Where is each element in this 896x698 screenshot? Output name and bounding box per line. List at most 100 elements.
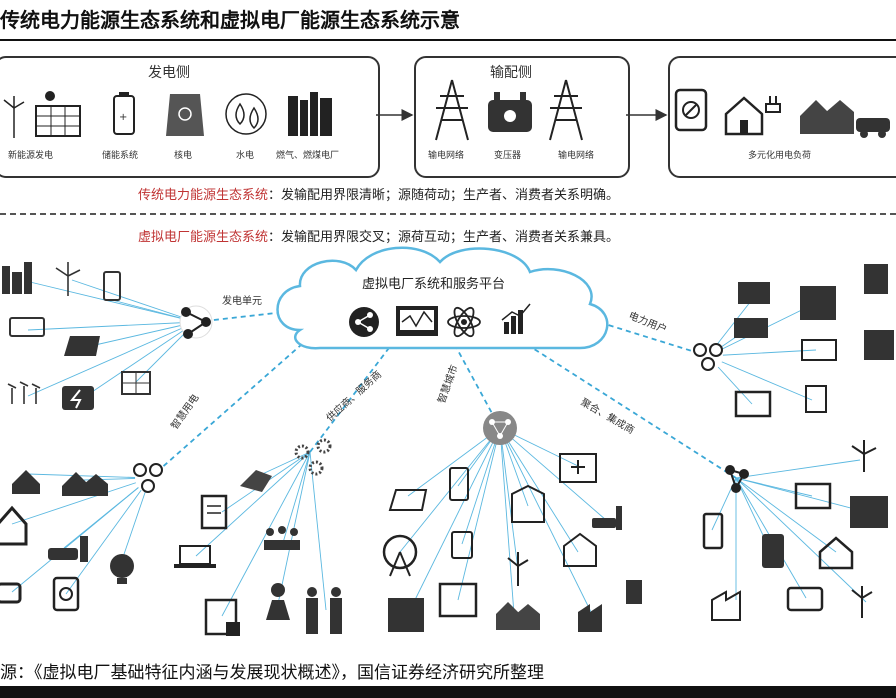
caption-nuclear: 核电 xyxy=(174,151,193,161)
wind-turbine-icon xyxy=(55,262,81,296)
transmission-side-label: 输配侧 xyxy=(490,65,532,81)
traditional-note: 传统电力能源生态系统：发输配用界限清晰；源随荷动；生产者、消费者关系明确。 xyxy=(138,184,619,203)
solar-panel-icon-2 xyxy=(121,371,151,395)
atom-icon xyxy=(447,306,481,338)
label-supplier: 供应商、服务商 xyxy=(323,368,384,425)
tower-icon xyxy=(626,580,642,604)
generation-side-box: 发电侧 xyxy=(0,56,380,178)
caption-storage: 储能系统 xyxy=(102,151,139,161)
apartment-icon-1 xyxy=(738,282,770,304)
load-side-box xyxy=(668,56,896,178)
vpp-cloud: 虚拟电厂系统和服务平台 xyxy=(276,246,609,350)
battery-icon: + xyxy=(113,92,135,135)
wind-farm-icon xyxy=(7,381,41,404)
phone-icon-left xyxy=(52,576,80,612)
certificate-icon xyxy=(200,494,228,530)
transformer-icon xyxy=(488,92,532,132)
source-citation: 源：《虚拟电厂基础特征内涵与发展现状概述》，国信证券经济研究所整理 xyxy=(0,663,544,683)
office-icon-1 xyxy=(800,286,836,320)
building-icon xyxy=(511,484,545,523)
hub-generation xyxy=(179,305,213,339)
hand-tool-icon xyxy=(240,470,272,492)
hub-supplier xyxy=(294,438,332,476)
house-icon xyxy=(0,505,28,546)
caption-transmission-2: 输电网络 xyxy=(558,151,595,161)
label-smart-city: 智慧城市 xyxy=(435,363,461,405)
wind-turbine-plug-icon xyxy=(851,586,873,618)
hub-power-user xyxy=(693,341,723,371)
generation-side-label: 发电侧 xyxy=(148,65,190,81)
meeting-icon xyxy=(264,526,300,550)
computer-icon xyxy=(794,482,832,510)
wind-turbine-icon-city xyxy=(507,552,529,586)
nuclear-icon xyxy=(166,94,204,136)
caption-hydro: 水电 xyxy=(236,151,255,161)
svg-text:+: + xyxy=(119,112,127,123)
share-icon xyxy=(349,307,379,337)
car-charger-icon xyxy=(48,536,88,562)
vpp-note-highlight: 虚拟电厂能源生态系统 xyxy=(138,230,269,245)
section-divider xyxy=(0,213,896,215)
label-generation-unit: 发电单元 xyxy=(222,294,262,307)
shop-icon-2 xyxy=(734,390,772,418)
fuel-pump-icon xyxy=(762,534,784,568)
wind-turbine-icon-right xyxy=(851,440,877,472)
label-aggregator: 聚合、集成商 xyxy=(579,395,637,436)
factory-icon-city xyxy=(578,604,602,632)
factory-icon-left xyxy=(2,262,32,294)
battery-icon-right xyxy=(702,512,724,550)
transmission-side-box: 输配侧 xyxy=(414,56,630,178)
caption-transformer: 变压器 xyxy=(494,151,522,161)
laptop-icon xyxy=(174,545,216,568)
page-title: 传统电力能源生态系统和虚拟电厂能源生态系统示意 xyxy=(0,8,460,32)
caption-transmission-1: 输电网络 xyxy=(428,151,465,161)
office-icon-2 xyxy=(805,385,827,413)
hospital-icon xyxy=(559,453,597,483)
pylon-icon-1 xyxy=(435,79,469,141)
handshake-icon xyxy=(306,587,342,634)
vpp-note: 虚拟电厂能源生态系统：发输配用界限交叉；源荷互动；生产者、消费者关系兼具。 xyxy=(138,226,619,245)
truck-icon xyxy=(0,582,22,604)
factory-leaf-icon xyxy=(711,590,741,621)
building-tall-icon xyxy=(864,264,888,294)
smart-home-icon xyxy=(818,536,854,570)
ev-charger-icon xyxy=(451,531,473,559)
ferris-wheel-icon xyxy=(382,534,418,577)
battery-icon-city xyxy=(449,467,469,501)
factory-icon xyxy=(288,92,332,136)
crane-icon xyxy=(734,318,768,338)
caption-thermal: 燃气、燃煤电厂 xyxy=(276,151,340,161)
shop-icon xyxy=(438,582,478,618)
title-rule xyxy=(0,39,896,41)
caption-new-energy: 新能源发电 xyxy=(8,151,54,161)
battery-charge-icon xyxy=(786,586,824,612)
monitor-icon xyxy=(396,306,438,336)
battery-small-icon xyxy=(103,271,121,301)
houses-icon-city xyxy=(496,602,540,630)
houses-icon xyxy=(800,100,854,134)
battery-bolt-icon xyxy=(62,386,94,410)
lightbulb-icon xyxy=(110,554,134,584)
solar-panel-icon-3 xyxy=(388,489,428,511)
solar-panel-icon xyxy=(64,336,100,356)
phone-no-icon xyxy=(674,88,708,132)
label-smart-consumption: 智慧用电 xyxy=(168,391,202,431)
school-icon xyxy=(563,532,597,567)
car-charger-icon-city xyxy=(592,506,622,530)
office-building-icon xyxy=(388,598,424,632)
traditional-note-highlight: 传统电力能源生态系统 xyxy=(138,188,269,203)
house-plug-icon xyxy=(724,96,781,136)
hub-aggregator xyxy=(725,465,749,493)
wind-solar-icon xyxy=(3,91,81,138)
traditional-note-text: ：发输配用界限清晰；源随荷动；生产者、消费者关系明确。 xyxy=(268,188,620,203)
houses-icon-left xyxy=(62,472,108,496)
battery-horizontal-icon xyxy=(9,317,45,337)
hub-smart-city xyxy=(483,411,517,445)
warehouse-icon xyxy=(864,330,894,360)
pylon-icon-2 xyxy=(549,79,583,141)
checklist-icon xyxy=(204,598,240,636)
label-power-user: 电力用户 xyxy=(627,309,669,336)
bottom-bar xyxy=(0,686,896,698)
bar-chart-icon xyxy=(501,303,531,334)
